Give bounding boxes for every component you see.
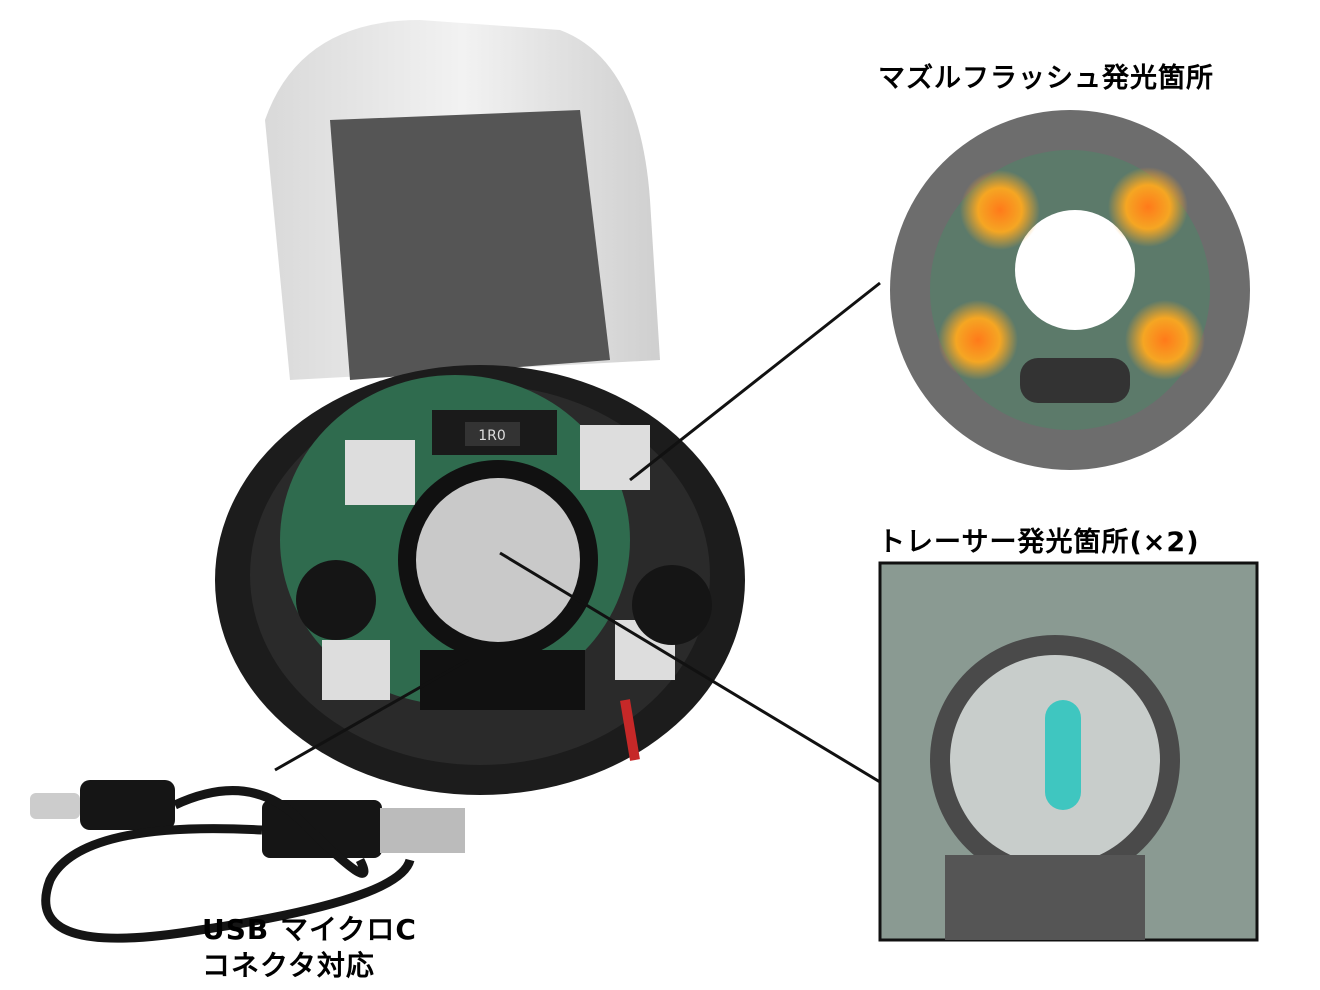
muzzle-led-glow — [1108, 167, 1188, 247]
usb-c-port — [1020, 358, 1130, 403]
tracer-glow — [1045, 700, 1081, 810]
muzzle-led-glow — [938, 300, 1018, 380]
tracer-unit: 1R0 — [215, 20, 745, 795]
leader-line — [629, 281, 881, 482]
center-hole — [1015, 210, 1135, 330]
led — [345, 440, 415, 505]
screw — [296, 560, 376, 640]
leader-line — [499, 551, 881, 784]
muzzle-led-glow — [960, 170, 1040, 250]
muzzle-led-glow — [1125, 300, 1205, 380]
usb-label-line1: USB マイクロC — [202, 913, 417, 946]
usb-c-cable — [30, 780, 465, 943]
usb-a-plug — [380, 808, 465, 853]
led — [322, 640, 390, 700]
muzzle-flash-inset — [890, 110, 1250, 470]
led — [580, 425, 650, 490]
leader-line — [274, 658, 469, 772]
tracer-inset — [878, 561, 1259, 942]
usb-label: USB マイクロC コネクタ対応 — [202, 912, 417, 984]
usb-c-port — [945, 855, 1145, 940]
usb-c-port — [420, 650, 585, 710]
resistor-marking: 1R0 — [478, 428, 506, 444]
lens — [416, 478, 580, 642]
red-wire — [620, 699, 640, 761]
usb-label-line2: コネクタ対応 — [202, 949, 375, 982]
usb-c-plug — [30, 793, 80, 819]
screw — [632, 565, 712, 645]
battery-pack — [330, 110, 610, 380]
tracer-label: トレーサー発光箇所(×2) — [878, 527, 1200, 558]
muzzle-flash-label: マズルフラッシュ発光箇所 — [878, 63, 1214, 94]
